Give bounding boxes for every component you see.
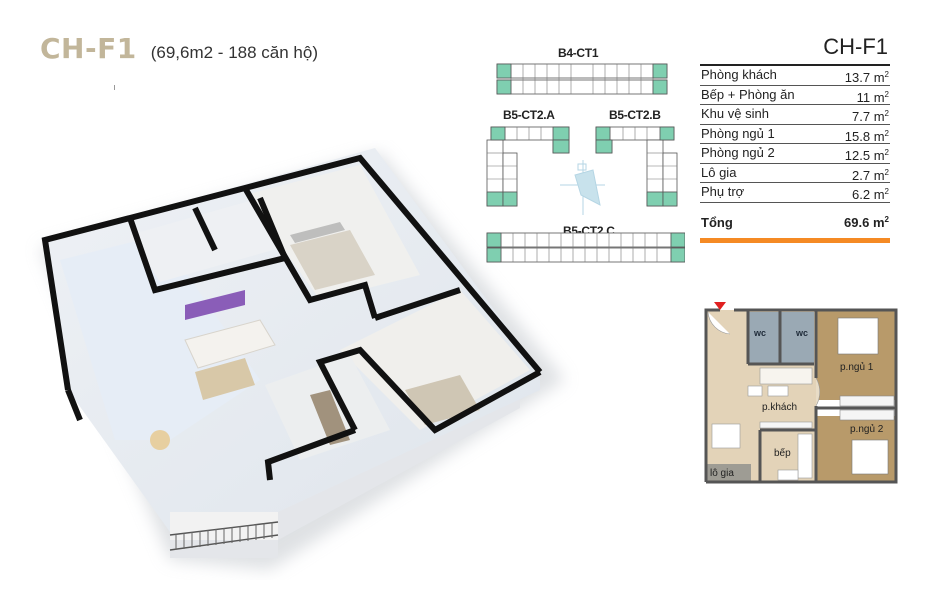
- total-area: 69.6 m2: [844, 214, 889, 230]
- room-label-loggia: lô gia: [710, 468, 734, 479]
- area-total-row: Tổng 69.6 m2: [700, 215, 890, 230]
- room-label: Phòng ngủ 1: [701, 125, 775, 141]
- room-label-kitchen: bếp: [774, 448, 791, 459]
- room-label: Phòng ngủ 2: [701, 145, 775, 160]
- room-label-bedroom2: p.ngủ 2: [850, 424, 884, 435]
- room-area: 2.7 m2: [852, 167, 889, 183]
- room-label-bedroom1: p.ngủ 1: [840, 362, 874, 373]
- entry-marker-icon: [714, 302, 726, 310]
- room-label: Phụ trợ: [701, 184, 745, 199]
- area-table: CH-F1 Phòng khách 13.7 m2 Bếp + Phòng ăn…: [700, 34, 890, 243]
- area-row: Khu vệ sinh 7.7 m2: [700, 105, 890, 125]
- room-label-wc2: wc: [796, 328, 809, 338]
- accent-bar: [700, 237, 890, 243]
- area-row: Phòng ngủ 2 12.5 m2: [700, 144, 890, 164]
- apartment-3d-render: [20, 140, 580, 580]
- area-row: Phụ trợ 6.2 m2: [700, 183, 890, 203]
- room-area: 7.7 m2: [852, 109, 889, 124]
- room-area: 6.2 m2: [852, 187, 889, 202]
- decorative-tick: [114, 85, 115, 90]
- block-label-b4-ct1: B4-CT1: [558, 46, 599, 60]
- area-table-title: CH-F1: [823, 34, 888, 59]
- room-label: Khu vệ sinh: [701, 106, 769, 121]
- room-label: Bếp + Phòng ăn: [701, 86, 795, 102]
- building-key-plan: B4-CT1 B5-CT2.A B5-CT2.B B5-CT2.C: [475, 40, 685, 270]
- total-label: Tổng: [701, 214, 733, 230]
- unit-header: CH-F1 (69,6m2 - 188 căn hộ): [40, 32, 318, 65]
- compass-logo-icon: [560, 160, 605, 215]
- room-label-living: p.khách: [762, 402, 798, 413]
- room-label: Lô gia: [701, 164, 737, 180]
- room-area: 13.7 m2: [844, 70, 889, 85]
- room-area: 12.5 m2: [844, 148, 889, 163]
- unit-floor-plan: wc wc p.ngủ 1 p.khách p.ngủ 2 bếp lô gia: [700, 298, 905, 488]
- area-row: Phòng ngủ 1 15.8 m2: [700, 125, 890, 144]
- unit-subtitle: (69,6m2 - 188 căn hộ): [150, 43, 318, 62]
- area-row: Bếp + Phòng ăn 11 m2: [700, 86, 890, 105]
- unit-code-title: CH-F1: [40, 32, 137, 65]
- room-area: 15.8 m2: [844, 128, 889, 144]
- area-row: Phòng khách 13.7 m2: [700, 66, 890, 86]
- room-area: 11 m2: [856, 89, 889, 105]
- block-label-b5-ct2a: B5-CT2.A: [503, 108, 555, 122]
- area-row: Lô gia 2.7 m2: [700, 164, 890, 183]
- room-label: Phòng khách: [701, 67, 777, 82]
- block-label-b5-ct2b: B5-CT2.B: [609, 108, 661, 122]
- room-label-wc1: wc: [754, 328, 767, 338]
- title-divider: [700, 64, 890, 66]
